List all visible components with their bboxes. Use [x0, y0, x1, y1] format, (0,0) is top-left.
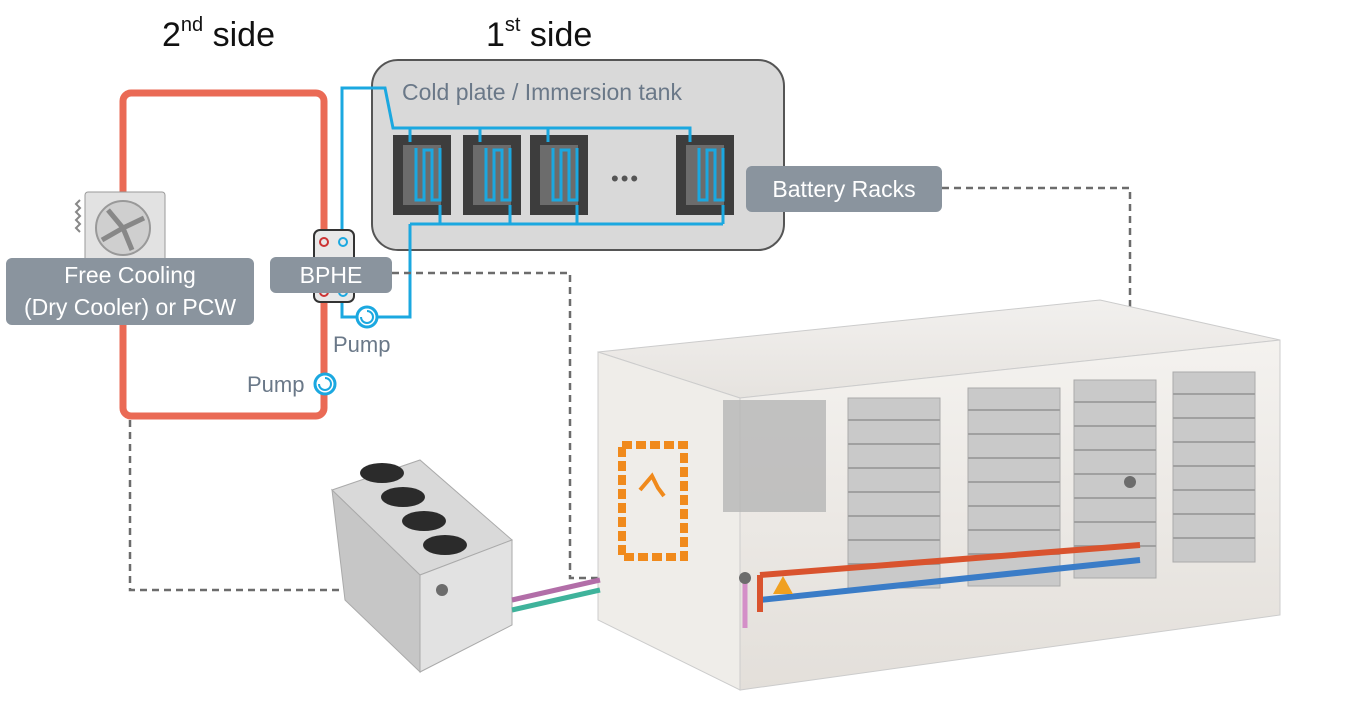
- dry-cooler-icon: [74, 191, 166, 263]
- modules-ellipsis: •••: [611, 166, 641, 191]
- dry-cooler-unit-icon: [331, 459, 601, 674]
- second-side-sup: nd: [180, 14, 204, 36]
- first-side-sup: st: [504, 14, 521, 36]
- pump-secondary-label: Pump: [247, 372, 305, 397]
- bphe-label: BPHE: [270, 257, 392, 293]
- first-side-word: side: [520, 16, 593, 54]
- second-side-num: 2: [162, 16, 181, 54]
- battery-racks-label: Battery Racks: [746, 166, 942, 212]
- second-side-title: 2nd side: [162, 14, 275, 55]
- first-side-num: 1: [486, 16, 505, 54]
- free-cooling-line1: Free Cooling: [64, 262, 196, 288]
- first-side-title: 1st side: [486, 14, 593, 55]
- free-cooling-line2: (Dry Cooler) or PCW: [23, 294, 237, 320]
- pump-icon: [313, 372, 337, 396]
- second-side-word: side: [203, 16, 275, 54]
- primary-loop: [340, 86, 725, 319]
- cold-plate-label: Cold plate / Immersion tank: [402, 79, 682, 105]
- cold-plate-modules: [393, 135, 734, 215]
- free-cooling-label: Free Cooling (Dry Cooler) or PCW: [6, 258, 254, 325]
- pump-primary-label: Pump: [333, 332, 391, 357]
- callout-dots: [436, 476, 1136, 596]
- battery-container-icon: [597, 299, 1281, 691]
- pump-icon: [355, 305, 379, 329]
